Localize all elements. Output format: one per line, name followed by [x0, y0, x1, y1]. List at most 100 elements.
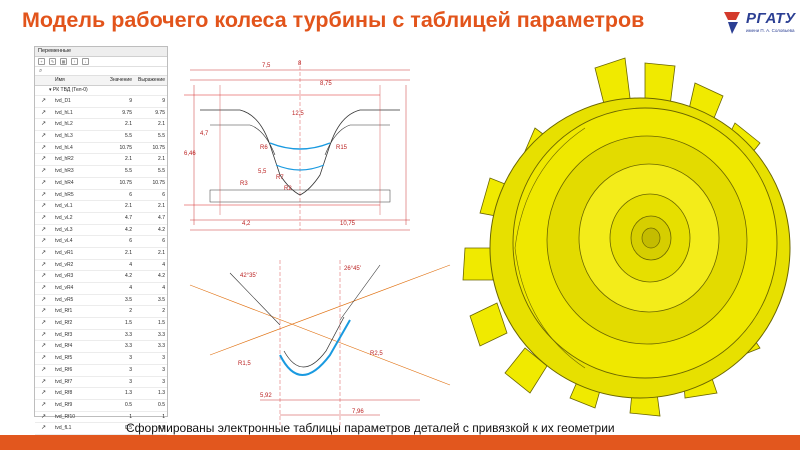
variable-value[interactable]: 2: [129, 308, 132, 315]
variable-value[interactable]: 2.1: [125, 156, 132, 163]
variable-expression[interactable]: 4: [162, 261, 165, 268]
variable-expression[interactable]: 2.1: [158, 249, 165, 256]
variable-value[interactable]: 3.3: [125, 343, 132, 350]
variable-value[interactable]: 4.7: [125, 214, 132, 221]
variable-value[interactable]: 5.5: [125, 168, 132, 175]
variable-expression[interactable]: 3.3: [158, 343, 165, 350]
variable-value[interactable]: 0.5: [125, 401, 132, 408]
edit-icon[interactable]: ✎: [49, 58, 56, 65]
variable-value[interactable]: 2.1: [125, 121, 132, 128]
variable-expression[interactable]: 9.75: [155, 109, 165, 116]
variable-group[interactable]: ▾ РК ТВД (Тел-0): [35, 86, 167, 96]
column-header-value[interactable]: Значение: [109, 77, 132, 83]
variable-expression[interactable]: 6: [162, 191, 165, 198]
blade-profile-drawing: 7,5 8 12,5 8,75 R6 R15 R3 R2 R7 5,5 4,2 …: [184, 60, 451, 425]
variable-expression[interactable]: 10.75: [152, 179, 165, 186]
variable-expression[interactable]: 3.5: [158, 296, 165, 303]
variable-expression[interactable]: 3: [162, 355, 165, 362]
variable-value[interactable]: 1.5: [125, 320, 132, 327]
variable-value[interactable]: 10.75: [119, 179, 132, 186]
variable-expression[interactable]: 4: [162, 285, 165, 291]
variable-expression[interactable]: 5.5: [158, 168, 165, 175]
variable-expression[interactable]: 4.7: [158, 214, 165, 221]
variable-expression[interactable]: 3.3: [158, 331, 165, 338]
variable-expression[interactable]: 2.1: [158, 203, 165, 210]
move-down-icon[interactable]: ↓: [82, 58, 89, 65]
variable-expression[interactable]: 2: [162, 308, 165, 315]
search-icon[interactable]: ⌕: [35, 67, 167, 76]
column-header-name[interactable]: Имя: [55, 77, 65, 83]
variable-value[interactable]: 3.3: [125, 331, 132, 338]
variable-value[interactable]: 1: [129, 413, 132, 420]
variable-arrow-icon: ↗: [41, 121, 47, 128]
variable-value[interactable]: 2.1: [125, 249, 132, 256]
variable-expression[interactable]: 1.3: [158, 390, 165, 397]
move-up-icon[interactable]: ↑: [71, 58, 78, 65]
variable-value[interactable]: 3: [129, 378, 132, 385]
variable-value[interactable]: 9.75: [122, 109, 132, 116]
variable-value[interactable]: 4: [129, 285, 132, 291]
variable-value[interactable]: 4.2: [125, 273, 132, 280]
variable-value[interactable]: 6: [129, 191, 132, 198]
add-variable-icon[interactable]: +: [38, 58, 45, 65]
variable-expression[interactable]: 4.2: [158, 273, 165, 280]
variable-expression[interactable]: 1.5: [158, 320, 165, 327]
variable-expression[interactable]: 9: [162, 98, 165, 104]
variable-expression[interactable]: 0.5: [158, 425, 165, 432]
variable-expression[interactable]: 3: [162, 378, 165, 385]
variable-expression[interactable]: 0.5: [158, 401, 165, 408]
variable-value[interactable]: 4.2: [125, 226, 132, 233]
variable-expression[interactable]: 4.2: [158, 226, 165, 233]
variable-value[interactable]: 1.3: [125, 390, 132, 397]
variable-expression[interactable]: 2.1: [158, 156, 165, 163]
variable-value[interactable]: 9: [129, 98, 132, 104]
variable-expression[interactable]: 5.5: [158, 133, 165, 140]
column-header-expression[interactable]: Выражение: [138, 77, 165, 83]
variable-value[interactable]: 3.5: [125, 296, 132, 303]
variable-value[interactable]: 3: [129, 355, 132, 362]
variable-expression[interactable]: 3: [162, 366, 165, 373]
table-icon[interactable]: ▦: [60, 58, 67, 65]
variable-value[interactable]: 3: [129, 366, 132, 373]
variable-value[interactable]: 4: [129, 261, 132, 268]
variable-expression[interactable]: 6: [162, 238, 165, 245]
variable-value[interactable]: 0.5: [125, 425, 132, 432]
variable-value[interactable]: 2.1: [125, 203, 132, 210]
variable-expression[interactable]: 10.75: [152, 144, 165, 151]
variable-expression[interactable]: 1: [162, 413, 165, 420]
variable-value[interactable]: 10.75: [119, 144, 132, 151]
variable-expression[interactable]: 2.1: [158, 121, 165, 128]
variable-value[interactable]: 5.5: [125, 133, 132, 140]
variable-value[interactable]: 6: [129, 238, 132, 245]
variable-name: tvd_Rf7: [55, 378, 73, 385]
